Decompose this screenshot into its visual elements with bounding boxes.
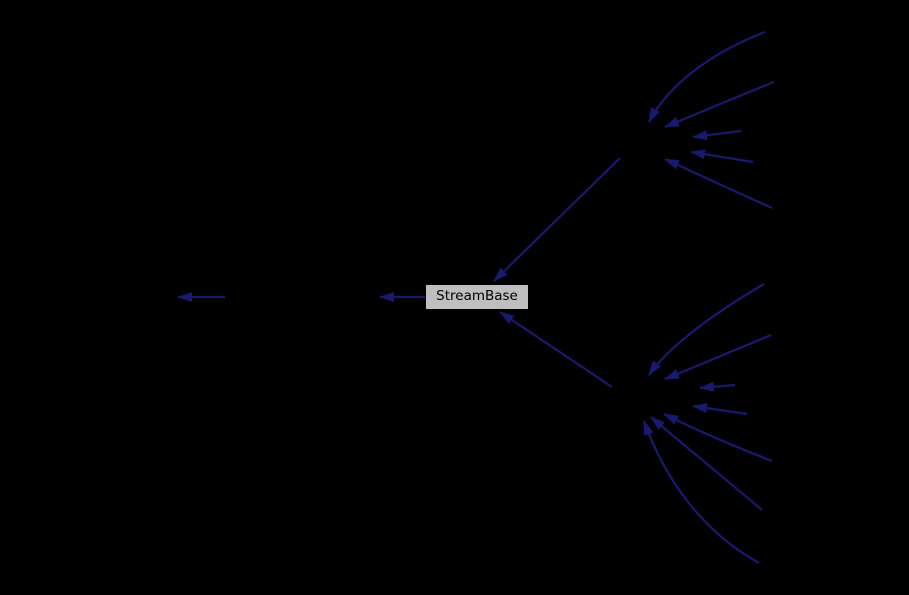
inheritance-edge-upper-in-2 (664, 80, 775, 129)
class-node-streambase: StreamBase (425, 284, 529, 310)
inheritance-edge-upper-in-5 (664, 158, 773, 210)
inheritance-edge-lower-in-7 (642, 420, 760, 564)
class-node-label: StreamBase (436, 288, 518, 305)
inheritance-edge-lower-in-5 (663, 413, 773, 463)
inheritance-edge-lower-in-6 (650, 416, 763, 511)
inheritance-edge-lower-in-4 (692, 403, 748, 416)
inheritance-edge-lower-in-2 (664, 333, 772, 381)
inheritance-edge-lower-in-1 (648, 283, 765, 376)
inheritance-edge-upper-in-1 (648, 30, 766, 123)
inheritance-edge-upper-in-3 (692, 129, 742, 141)
inheritance-edge-upper-child-to-streambase (493, 157, 621, 282)
inheritance-edge-lower-child-to-streambase (499, 311, 613, 388)
inheritance-edge-lower-in-3 (699, 381, 736, 392)
inheritance-edge-upper-in-4 (690, 149, 754, 164)
